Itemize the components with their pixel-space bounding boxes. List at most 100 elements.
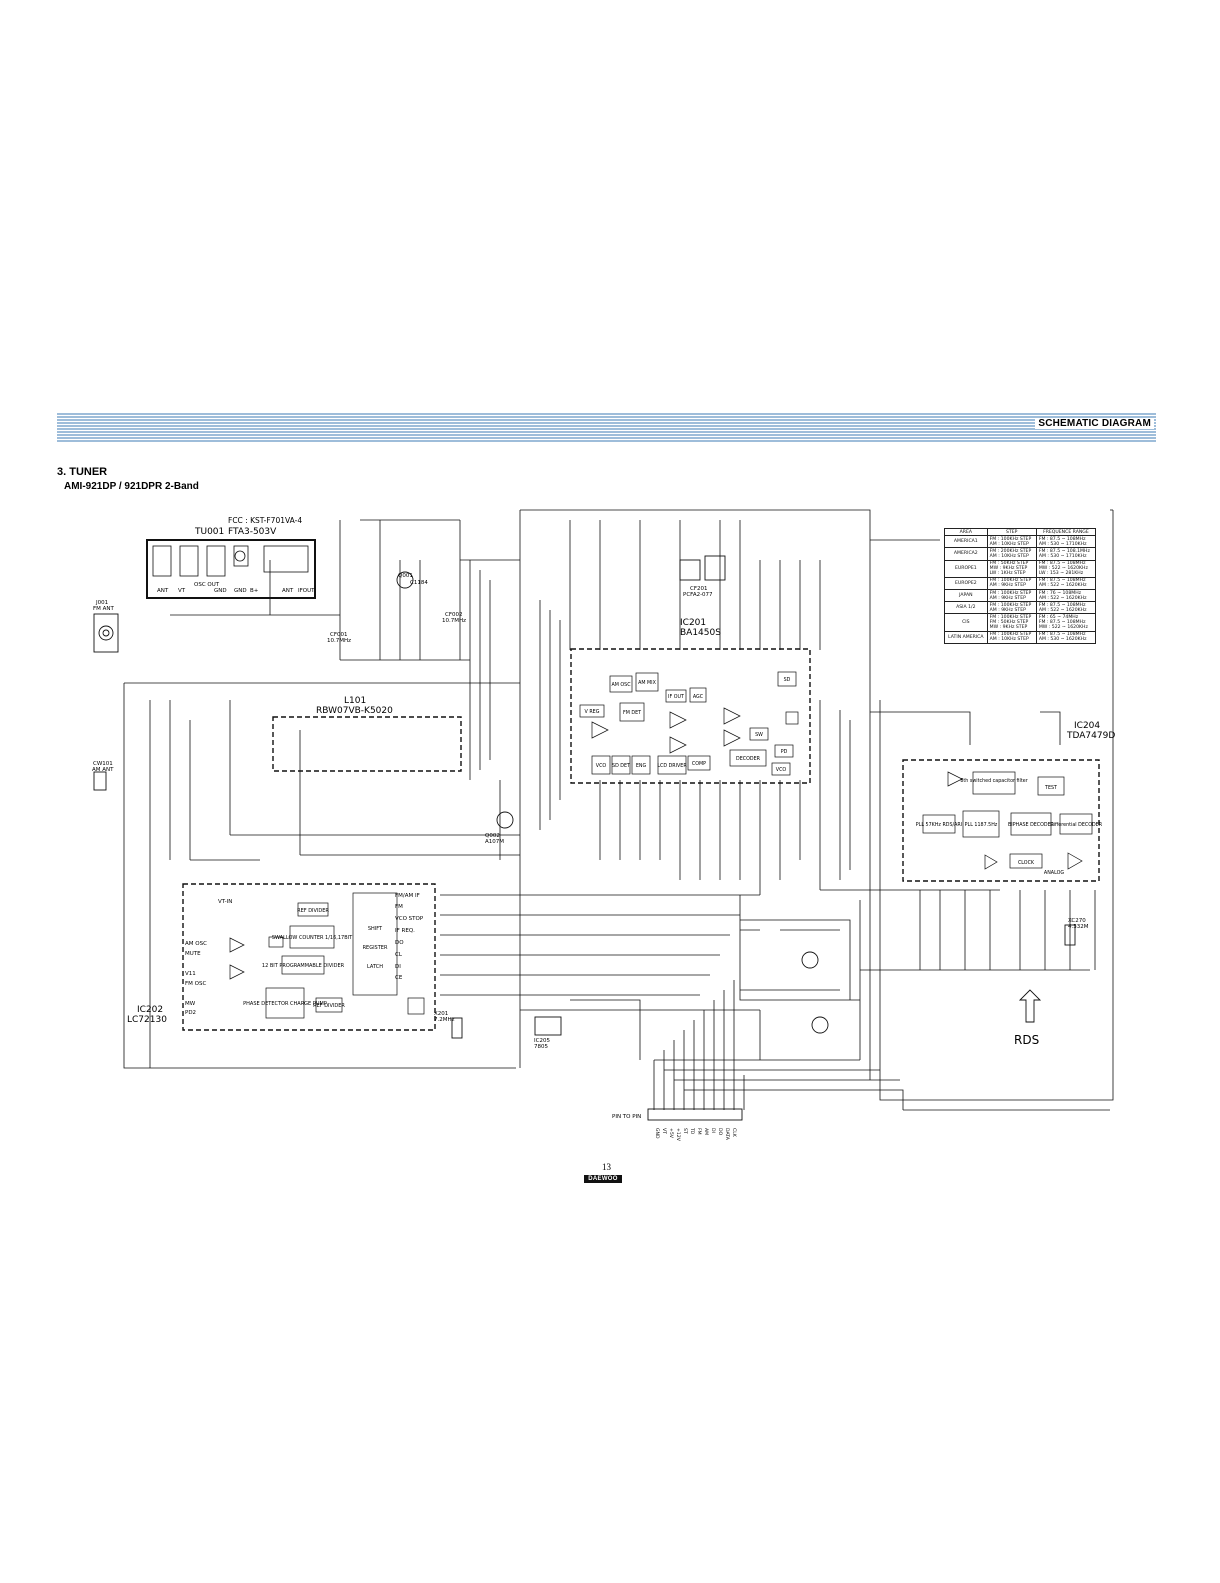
ic202-pin-ce: CE	[395, 975, 403, 981]
ic201-block-comp: COMP	[692, 761, 706, 767]
x201-label: X201	[434, 1011, 448, 1017]
tu001-pin-0: ANT	[157, 588, 169, 594]
ic204-block-test: TEST	[1044, 785, 1057, 791]
ic201-block-vco-a: VCO	[776, 767, 787, 773]
ic204-block-analog: ANALOG	[1044, 870, 1064, 876]
table-header-row: AREA STEP FREQUENCE RANGE	[944, 527, 1097, 537]
ic205-label: IC205	[534, 1038, 550, 1044]
ic202-label: IC202	[137, 1005, 163, 1015]
ic202-block-shift: SHIFT	[368, 926, 383, 932]
cf201-model: PCFA2-077	[683, 592, 713, 598]
connector-pin-data: DATA	[724, 1128, 730, 1141]
ic201-block-decoder: DECODER	[736, 756, 761, 762]
section-subtitle: AMI-921DP / 921DPR 2-Band	[64, 481, 199, 492]
ic205-model: 7805	[534, 1044, 548, 1050]
header-title: SCHEMATIC DIAGRAM	[1035, 418, 1154, 429]
connector-pin-12v: +12V	[675, 1128, 681, 1142]
ic201-model: BA1450S	[680, 628, 721, 638]
connector-pin-do: DO	[717, 1128, 723, 1136]
table-cell-area: JAPAN	[944, 588, 988, 603]
ic201-block-sd: SD	[784, 677, 791, 683]
q001-model: C1184	[410, 580, 428, 586]
ic202-pin-if-req: IF REQ.	[395, 928, 415, 934]
ic204-block-differential: Differential DECODER	[1050, 822, 1103, 828]
ic201-block-am-mix: AM MIX	[638, 680, 656, 686]
table-header-step: STEP	[986, 527, 1037, 537]
ic204-block-filter: 8th switched capacitor filter	[960, 778, 1027, 784]
tu001-pin-7: IFOUT	[298, 588, 315, 594]
ic202-model: LC72130	[127, 1015, 167, 1025]
page-number: 13	[602, 1162, 611, 1172]
ic202-block-ref-divider: REF DIVIDER	[297, 908, 329, 914]
table-cell-area: LATIN AMERICA	[944, 630, 988, 644]
ic201-block-sw: SW	[755, 732, 763, 738]
l101-label: L101	[344, 696, 366, 706]
ic202-pin-v11: V11	[185, 971, 196, 977]
table-cell-area: ASIA 1/2	[944, 601, 988, 615]
rds-label: RDS	[1014, 1033, 1039, 1047]
connector-pin-clk: CLK	[731, 1128, 737, 1138]
ic201-block-agc: AGC	[693, 694, 704, 700]
ic202-pin-di: DI	[395, 964, 401, 970]
ic201-block-eng: ENG	[636, 763, 647, 769]
tu001-label: TU001	[194, 527, 224, 537]
connector-pin-5v: +5V	[668, 1128, 674, 1139]
q002-model: A107M	[485, 839, 504, 845]
tu001-pin-4: GND	[234, 588, 247, 594]
tu001-pin-6: ANT	[282, 588, 294, 594]
table-header-area: AREA	[944, 527, 988, 537]
ic202-vt-label: VT-IN	[218, 899, 232, 905]
ic201-block-pd: PD	[781, 749, 788, 755]
xc270-value: 4.332M	[1068, 924, 1089, 930]
table-header-range: FREQUENCE RANGE	[1035, 527, 1097, 537]
tu001-pin-2: OSC OUT	[194, 582, 220, 588]
ic202-pin-mw: MW	[185, 1001, 196, 1007]
j001-label: J001	[95, 600, 108, 606]
ic202-block-latch: LATCH	[367, 964, 383, 970]
connector-pin-td: TD	[689, 1127, 695, 1135]
connector-pin-di: DI	[710, 1128, 716, 1133]
ic202-block-register: REGISTER	[363, 945, 388, 951]
ic201-block-sd-det: SD DET	[612, 763, 630, 769]
cf001-label: CF001	[330, 632, 348, 638]
section-title: 3. TUNER	[57, 466, 108, 478]
ic204-block-pll1187: PLL 1187.5Hz	[965, 822, 998, 828]
ic201-block-vreg: V REG	[585, 709, 600, 715]
q002-label: Q002	[485, 833, 500, 839]
tu001-pin-5: B+	[250, 588, 259, 594]
ic201-block-am-osc: AM OSC	[611, 682, 631, 688]
cf002-value: 10.7MHz	[442, 618, 466, 624]
brand-logo: DAEWOO	[584, 1175, 622, 1183]
ic202-pin-mute: MUTE	[185, 951, 201, 957]
cw101-sub: AM ANT	[92, 767, 114, 773]
table-cell-area: EUROPE1	[944, 559, 988, 578]
ic202-pin-pd2: PD2	[185, 1010, 196, 1016]
ic202-pin-do: DO	[395, 940, 404, 946]
xc270-label: XC270	[1068, 918, 1086, 924]
tu001-pin-3: GND	[214, 588, 227, 594]
cw101-label: CW101	[93, 761, 113, 767]
ic204-label: IC204	[1074, 721, 1100, 731]
ic202-pin-fm-am-if: FM/AM IF	[395, 893, 420, 899]
l101-model: RBW07VB-K5020	[316, 706, 393, 716]
ic202-pin-fm-osc: FM OSC	[185, 981, 206, 987]
